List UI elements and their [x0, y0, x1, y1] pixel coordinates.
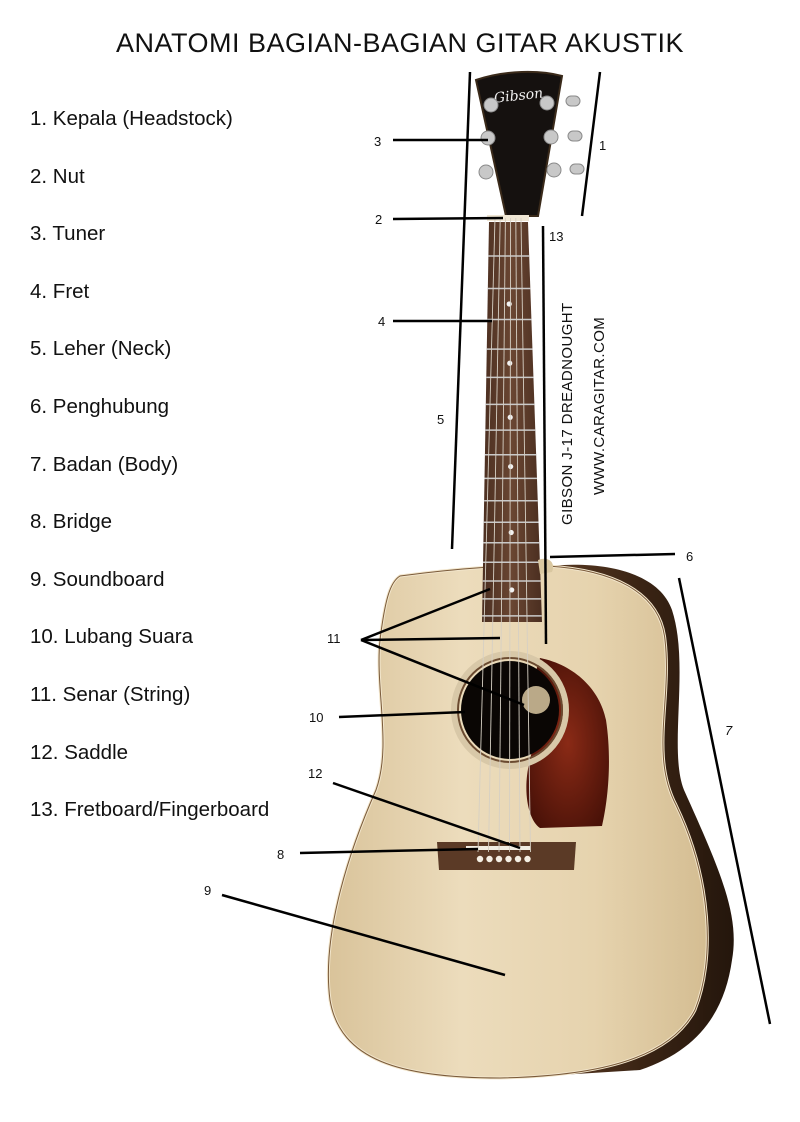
callout-2: 2 — [375, 212, 382, 227]
guitar-string — [520, 217, 531, 853]
leader-string-b — [360, 636, 501, 642]
headstock-logo: Gibson — [493, 85, 544, 106]
leader-heel — [549, 552, 676, 559]
fret-inlay — [508, 529, 514, 536]
callout-9: 9 — [204, 883, 211, 898]
callout-3: 3 — [374, 134, 381, 149]
guitar-string — [515, 217, 521, 853]
legend-item-heel: 6. Penghubung — [30, 394, 170, 418]
guitar-model-label: GIBSON J-17 DREADNOUGHT — [559, 302, 576, 525]
fret-inlay — [506, 301, 512, 307]
soundboard — [326, 563, 709, 1080]
callout-10: 10 — [309, 710, 323, 725]
leader-headstock — [580, 71, 602, 217]
legend-item-fretboard: 13. Fretboard/Fingerboard — [30, 798, 270, 822]
bridge-pin — [505, 855, 512, 863]
callout-12: 12 — [308, 766, 322, 781]
fret-inlay — [507, 360, 513, 366]
legend-item-bridge: 8. Bridge — [30, 510, 113, 534]
legend-item-body: 7. Badan (Body) — [30, 452, 179, 476]
guitar-string — [498, 217, 506, 853]
guitar-string — [488, 217, 501, 853]
saddle — [466, 846, 530, 850]
callout-13: 13 — [549, 229, 563, 244]
bridge-pin — [495, 855, 503, 863]
legend-item-strings: 11. Senar (String) — [30, 682, 191, 706]
bridge-pin — [486, 855, 493, 863]
legend-item-soundboard: 9. Soundboard — [30, 567, 165, 591]
leader-bridge — [299, 847, 479, 855]
leader-saddle — [332, 781, 521, 850]
legend-item-headstock: 1. Kepala (Headstock) — [30, 107, 233, 130]
leader-soundboard — [221, 893, 506, 977]
website-label: WWW.CARAGITAR.COM — [591, 317, 608, 495]
leader-soundhole — [338, 710, 466, 719]
callout-lines — [221, 71, 772, 1025]
bridge-pin — [524, 855, 531, 863]
page-title: ANATOMI BAGIAN-BAGIAN GITAR AKUSTIK — [115, 28, 685, 58]
bridge-pin — [476, 855, 484, 863]
fret-inlay — [508, 463, 514, 470]
bridge-pin — [514, 855, 522, 863]
leader-body — [677, 577, 772, 1025]
leader-fretboard — [541, 225, 548, 645]
nut — [487, 215, 529, 221]
leader-string-a — [360, 587, 491, 642]
legend-item-neck: 5. Leher (Neck) — [30, 337, 172, 361]
callout-5: 5 — [437, 412, 444, 427]
guitar-string — [509, 217, 512, 853]
leader-neck — [450, 71, 472, 550]
callout-6: 6 — [686, 549, 693, 564]
callout-7: 7 — [725, 723, 733, 738]
parts-legend: 1. Kepala (Headstock) 2. Nut 3. Tuner 4.… — [30, 104, 269, 853]
legend-item-soundhole: 10. Lubang Suara — [30, 625, 193, 649]
legend-item-tuner: 3. Tuner — [30, 222, 106, 246]
tuners — [478, 95, 585, 180]
fret-inlay — [509, 587, 515, 593]
leader-nut — [392, 216, 504, 221]
callout-8: 8 — [277, 847, 284, 862]
legend-item-fret: 4. Fret — [30, 279, 90, 303]
legend-item-saddle: 12. Saddle — [30, 740, 129, 764]
legend-item-nut: 2. Nut — [30, 164, 85, 188]
leader-string-c — [360, 638, 525, 707]
callout-11: 11 — [327, 631, 341, 646]
callout-4: 4 — [378, 314, 385, 329]
guitar-string — [477, 217, 496, 853]
callout-1: 1 — [599, 138, 606, 153]
